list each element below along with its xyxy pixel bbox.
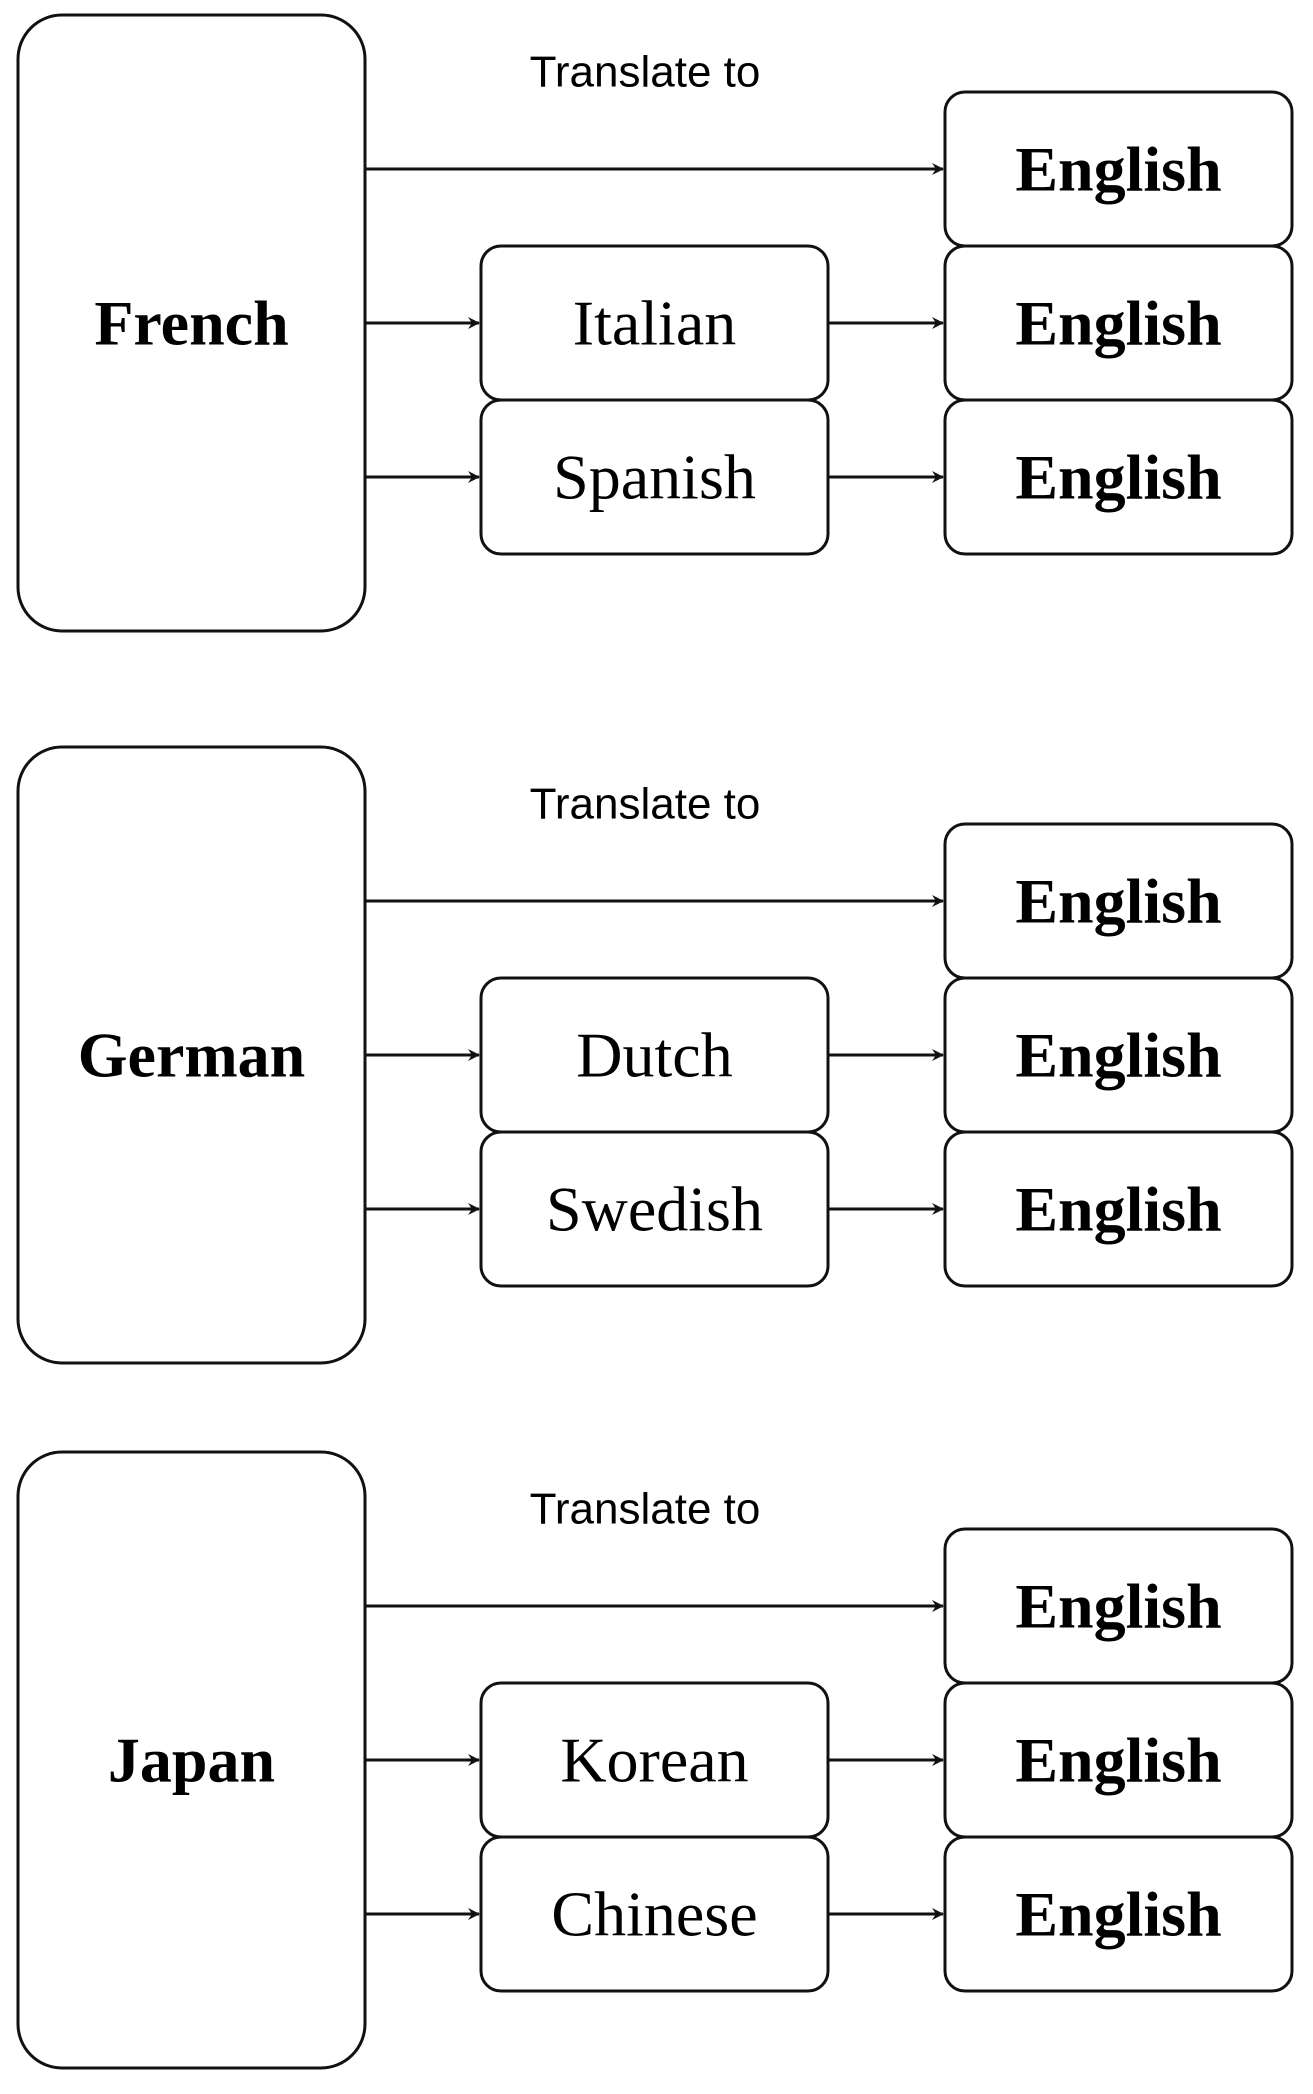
target-label: English xyxy=(1015,134,1221,205)
pivot-label: Spanish xyxy=(553,442,756,513)
pivot-label: Italian xyxy=(573,288,736,359)
target-label: English xyxy=(1015,866,1221,937)
target-label: English xyxy=(1015,1174,1221,1245)
target-box xyxy=(943,1130,1294,1288)
caption-label: Translate to xyxy=(530,48,761,97)
target-label: English xyxy=(1015,1020,1221,1091)
target-label: English xyxy=(1015,288,1221,359)
target-label: English xyxy=(1015,1571,1221,1642)
target-box xyxy=(943,1835,1294,1993)
pivot-label: Chinese xyxy=(551,1879,757,1950)
caption-label: Translate to xyxy=(530,780,761,829)
target-label: English xyxy=(1015,1725,1221,1796)
caption-label: Translate to xyxy=(530,1485,761,1534)
source-label: German xyxy=(78,1020,306,1091)
pivot-label: Swedish xyxy=(546,1174,763,1245)
pivot-label: Korean xyxy=(560,1725,748,1796)
target-label: English xyxy=(1015,1879,1221,1950)
target-label: English xyxy=(1015,442,1221,513)
pivot-label: Dutch xyxy=(576,1020,732,1091)
source-label: French xyxy=(94,288,288,359)
target-box xyxy=(943,398,1294,556)
source-label: Japan xyxy=(108,1725,275,1796)
